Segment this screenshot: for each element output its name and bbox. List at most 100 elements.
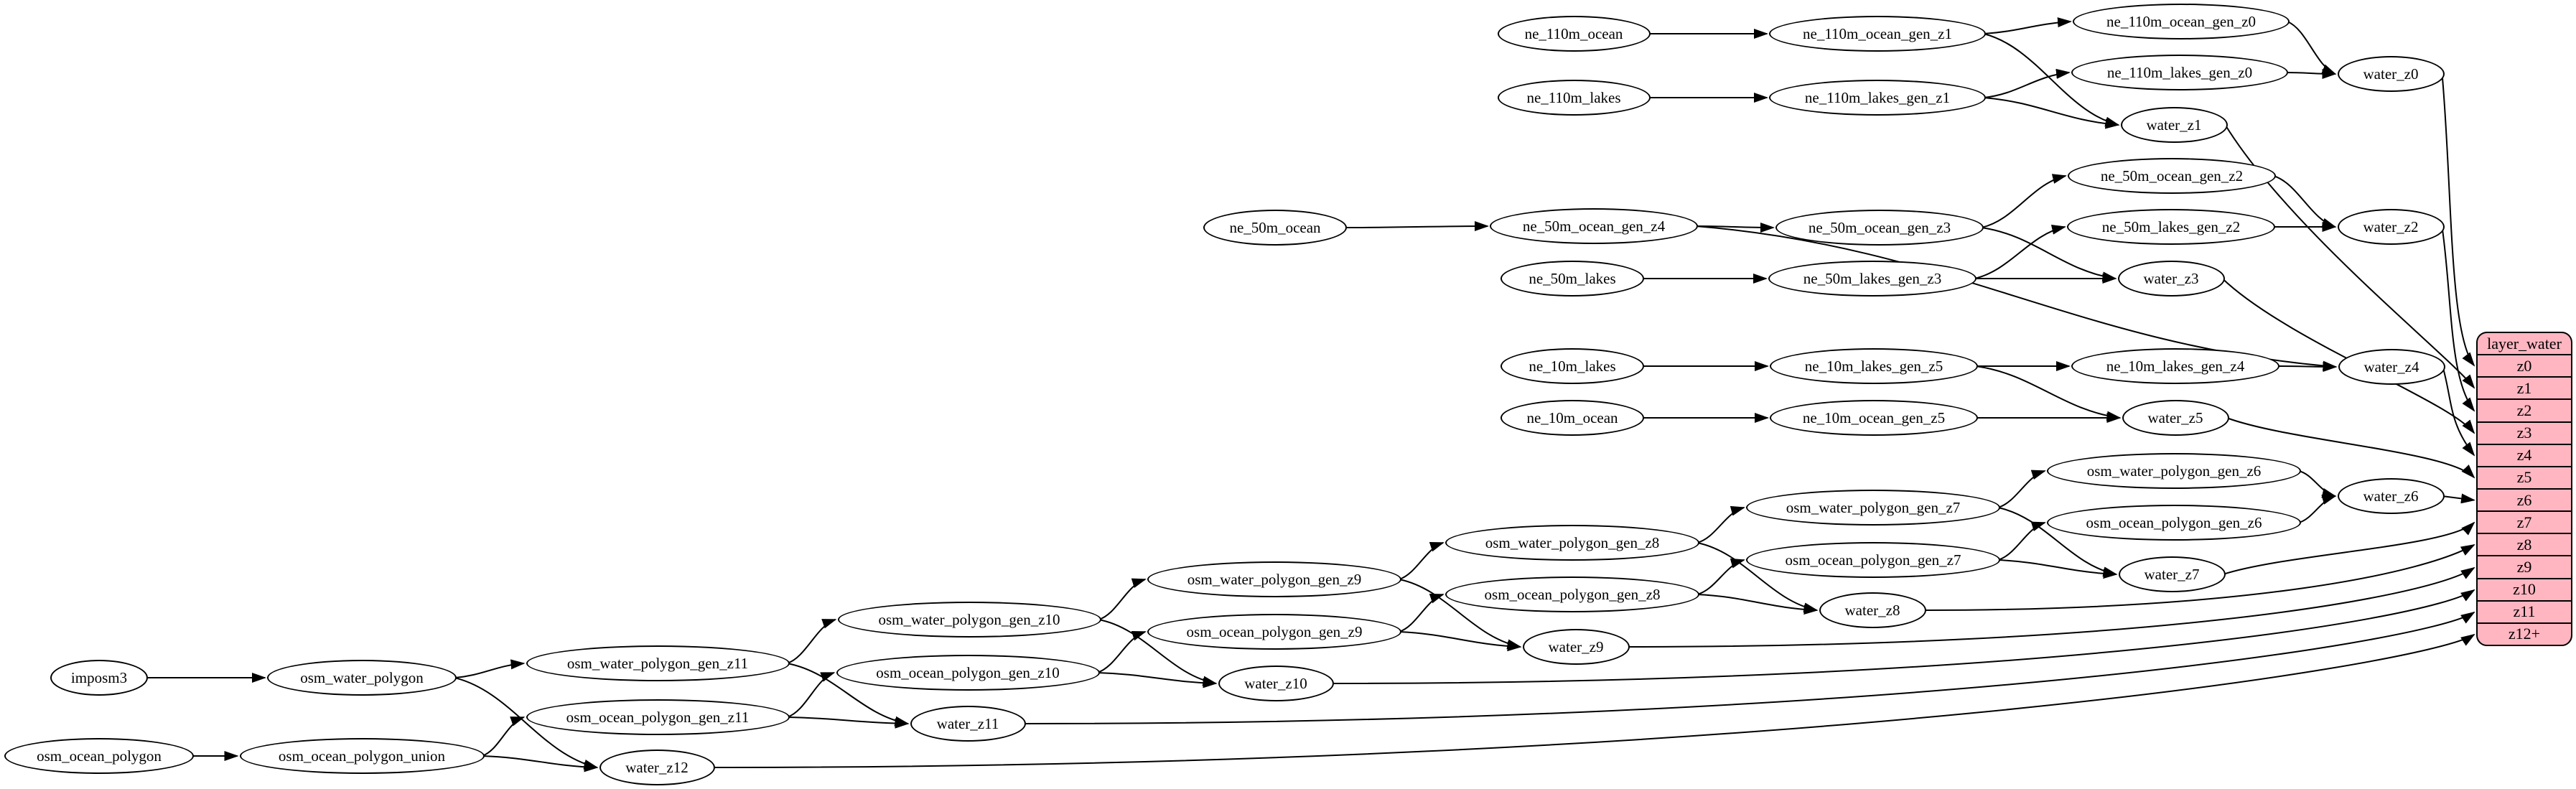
node-ne-110m-ocean-gen-z0: ne_110m_ocean_gen_z0 — [2073, 4, 2290, 39]
node-ne-10m-lakes-gen-z5: ne_10m_lakes_gen_z5 — [1770, 348, 1978, 384]
table-row-z10: z10 — [2478, 577, 2571, 600]
edge-osm-water-polygon-gen-z7-to-water-z7 — [1997, 507, 2118, 577]
edge-osm-ocean-polygon-gen-z10-to-osm-ocean-polygon-gen-z9 — [1097, 631, 1147, 673]
node-osm-ocean-polygon-union: osm_ocean_polygon_union — [239, 738, 485, 774]
edge-ne-110m-ocean-gen-z1-to-water-z1 — [1983, 33, 2120, 127]
node-water-z5: water_z5 — [2122, 400, 2229, 436]
edge-ne-50m-ocean-to-ne-50m-ocean-gen-z4 — [1344, 221, 1489, 232]
node-ne-110m-lakes: ne_110m_lakes — [1497, 80, 1651, 116]
edge-water-z2-to-layer-waterz2 — [2441, 226, 2475, 412]
edge-osm-ocean-polygon-gen-z9-to-water-z9 — [1399, 631, 1522, 652]
edge-osm-water-polygon-to-osm-water-polygon-gen-z11 — [454, 659, 526, 678]
node-imposm3: imposm3 — [50, 660, 148, 696]
edge-water-z4-to-layer-waterz4 — [2442, 366, 2475, 457]
node-ne-110m-ocean: ne_110m_ocean — [1497, 16, 1651, 52]
edge-water-z6-to-layer-waterz6 — [2442, 493, 2475, 504]
edge-osm-ocean-polygon-gen-z7-to-osm-ocean-polygon-gen-z6 — [1997, 521, 2046, 561]
edge-osm-water-polygon-gen-z10-to-osm-water-polygon-gen-z9 — [1098, 578, 1147, 620]
edge-osm-ocean-polygon-gen-z9-to-osm-ocean-polygon-gen-z8 — [1399, 594, 1445, 632]
table-row-z8: z8 — [2478, 533, 2571, 555]
node-osm-ocean-polygon-gen-z10: osm_ocean_polygon_gen_z10 — [836, 655, 1100, 691]
node-water-z12: water_z12 — [599, 750, 715, 785]
node-water-z6: water_z6 — [2337, 478, 2445, 514]
node-osm-water-polygon-gen-z9: osm_water_polygon_gen_z9 — [1147, 561, 1401, 597]
edge-osm-ocean-polygon-gen-z11-to-osm-ocean-polygon-gen-z10 — [787, 672, 836, 718]
node-water-z10: water_z10 — [1218, 666, 1334, 701]
edge-osm-ocean-polygon-gen-z10-to-water-z10 — [1097, 672, 1218, 688]
edge-water-z0-to-layer-waterz0 — [2441, 73, 2475, 367]
node-ne-50m-lakes: ne_50m_lakes — [1501, 261, 1644, 297]
node-water-z7: water_z7 — [2118, 556, 2226, 592]
node-ne-10m-lakes-gen-z4: ne_10m_lakes_gen_z4 — [2071, 348, 2279, 384]
node-ne-50m-lakes-gen-z2: ne_50m_lakes_gen_z2 — [2067, 209, 2275, 245]
edge-water-z7-to-layer-waterz7 — [2223, 521, 2475, 575]
node-ne-110m-ocean-gen-z1: ne_110m_ocean_gen_z1 — [1769, 16, 1986, 52]
edge-ne-110m-lakes-gen-z1-to-water-z1 — [1983, 97, 2120, 129]
node-osm-ocean-polygon-gen-z9: osm_ocean_polygon_gen_z9 — [1147, 614, 1401, 650]
node-osm-water-polygon-gen-z7: osm_water_polygon_gen_z7 — [1746, 490, 2000, 526]
table-row-z6: z6 — [2478, 487, 2571, 510]
node-ne-10m-ocean-gen-z5: ne_10m_ocean_gen_z5 — [1770, 400, 1978, 436]
edge-osm-water-polygon-gen-z11-to-water-z11 — [787, 663, 910, 727]
node-osm-water-polygon-gen-z11: osm_water_polygon_gen_z11 — [526, 645, 790, 681]
node-osm-water-polygon-gen-z6: osm_water_polygon_gen_z6 — [2047, 453, 2301, 489]
node-water-z11: water_z11 — [910, 706, 1026, 742]
node-osm-water-polygon: osm_water_polygon — [267, 660, 457, 696]
node-osm-water-polygon-gen-z8: osm_water_polygon_gen_z8 — [1445, 525, 1699, 561]
table-row-z1: z1 — [2478, 376, 2571, 398]
table-row-z4: z4 — [2478, 443, 2571, 466]
edge-ne-110m-ocean-gen-z0-to-water-z0 — [2287, 21, 2337, 75]
edge-osm-water-polygon-gen-z11-to-osm-water-polygon-gen-z10 — [787, 619, 837, 664]
edge-ne-110m-lakes-gen-z1-to-ne-110m-lakes-gen-z0 — [1983, 68, 2071, 98]
node-ne-50m-ocean: ne_50m_ocean — [1203, 210, 1347, 246]
edge-osm-ocean-polygon-gen-z7-to-water-z7 — [1997, 559, 2118, 579]
edge-osm-water-polygon-to-water-z12 — [454, 677, 599, 770]
edge-osm-water-polygon-gen-z8-to-osm-water-polygon-gen-z7 — [1697, 505, 1745, 543]
edge-ne-50m-ocean-gen-z3-to-water-z3 — [1981, 227, 2117, 282]
edge-osm-water-polygon-gen-z10-to-water-z10 — [1098, 619, 1218, 686]
edge-water-z8-to-layer-waterz8 — [1923, 544, 2475, 611]
edge-osm-ocean-polygon-gen-z6-to-water-z6 — [2298, 495, 2337, 523]
table-row-z0: z0 — [2478, 354, 2571, 376]
layer-water-title: layer_water — [2487, 334, 2562, 353]
node-ne-110m-lakes-gen-z1: ne_110m_lakes_gen_z1 — [1769, 80, 1986, 116]
node-water-z0: water_z0 — [2337, 56, 2445, 92]
edge-water-z9-to-layer-waterz9 — [1627, 566, 2475, 648]
table-row-z9: z9 — [2478, 555, 2571, 577]
node-osm-ocean-polygon-gen-z6: osm_ocean_polygon_gen_z6 — [2047, 505, 2301, 541]
node-osm-ocean-polygon-gen-z7: osm_ocean_polygon_gen_z7 — [1746, 542, 2000, 578]
node-ne-50m-ocean-gen-z2: ne_50m_ocean_gen_z2 — [2068, 158, 2276, 194]
edge-water-z10-to-layer-waterz10 — [1331, 589, 2475, 684]
node-water-z3: water_z3 — [2117, 261, 2225, 297]
edge-osm-ocean-polygon-union-to-osm-ocean-polygon-gen-z11 — [482, 716, 526, 757]
edge-osm-water-polygon-gen-z9-to-water-z9 — [1399, 579, 1522, 650]
edge-water-z1-to-layer-waterz1 — [2224, 124, 2475, 389]
node-water-z8: water_z8 — [1819, 592, 1926, 628]
edge-ne-10m-lakes-gen-z5-to-water-z5 — [1975, 365, 2122, 421]
node-ne-10m-ocean: ne_10m_ocean — [1501, 400, 1644, 436]
node-ne-50m-ocean-gen-z4: ne_50m_ocean_gen_z4 — [1490, 208, 1698, 244]
table-row-z12-plus: z12+ — [2478, 622, 2571, 645]
edge-osm-water-polygon-gen-z9-to-osm-water-polygon-gen-z8 — [1399, 542, 1445, 580]
node-water-z1: water_z1 — [2120, 107, 2228, 143]
edge-ne-50m-ocean-gen-z4-to-ne-50m-ocean-gen-z3 — [1695, 222, 1775, 233]
table-row-z3: z3 — [2478, 421, 2571, 444]
node-ne-110m-lakes-gen-z0: ne_110m_lakes_gen_z0 — [2071, 55, 2288, 90]
edge-ne-50m-ocean-gen-z2-to-water-z2 — [2273, 175, 2337, 228]
edge-ne-50m-lakes-gen-z3-to-ne-50m-lakes-gen-z2 — [1974, 225, 2066, 279]
edge-osm-ocean-polygon-gen-z8-to-osm-ocean-polygon-gen-z7 — [1697, 558, 1745, 595]
edge-ne-10m-lakes-gen-z4-to-water-z4 — [2277, 361, 2338, 372]
node-osm-ocean-polygon-gen-z11: osm_ocean_polygon_gen_z11 — [526, 699, 790, 735]
edge-water-z12-to-layer-waterz12 — [712, 633, 2475, 768]
edge-water-z11-to-layer-waterz11 — [1023, 611, 2475, 724]
edge-osm-ocean-polygon-union-to-water-z12 — [482, 755, 599, 772]
node-water-z2: water_z2 — [2337, 209, 2445, 245]
table-row-z11: z11 — [2478, 599, 2571, 622]
node-ne-50m-ocean-gen-z3: ne_50m_ocean_gen_z3 — [1775, 210, 1984, 246]
edge-osm-ocean-polygon-gen-z11-to-water-z11 — [787, 716, 910, 729]
node-ne-50m-lakes-gen-z3: ne_50m_lakes_gen_z3 — [1768, 261, 1977, 297]
edge-ne-50m-ocean-gen-z4-to-water-z4 — [1695, 225, 2338, 371]
node-water-z4: water_z4 — [2338, 349, 2445, 385]
node-osm-ocean-polygon: osm_ocean_polygon — [4, 738, 194, 774]
edge-ne-110m-ocean-gen-z1-to-ne-110m-ocean-gen-z0 — [1983, 17, 2072, 34]
